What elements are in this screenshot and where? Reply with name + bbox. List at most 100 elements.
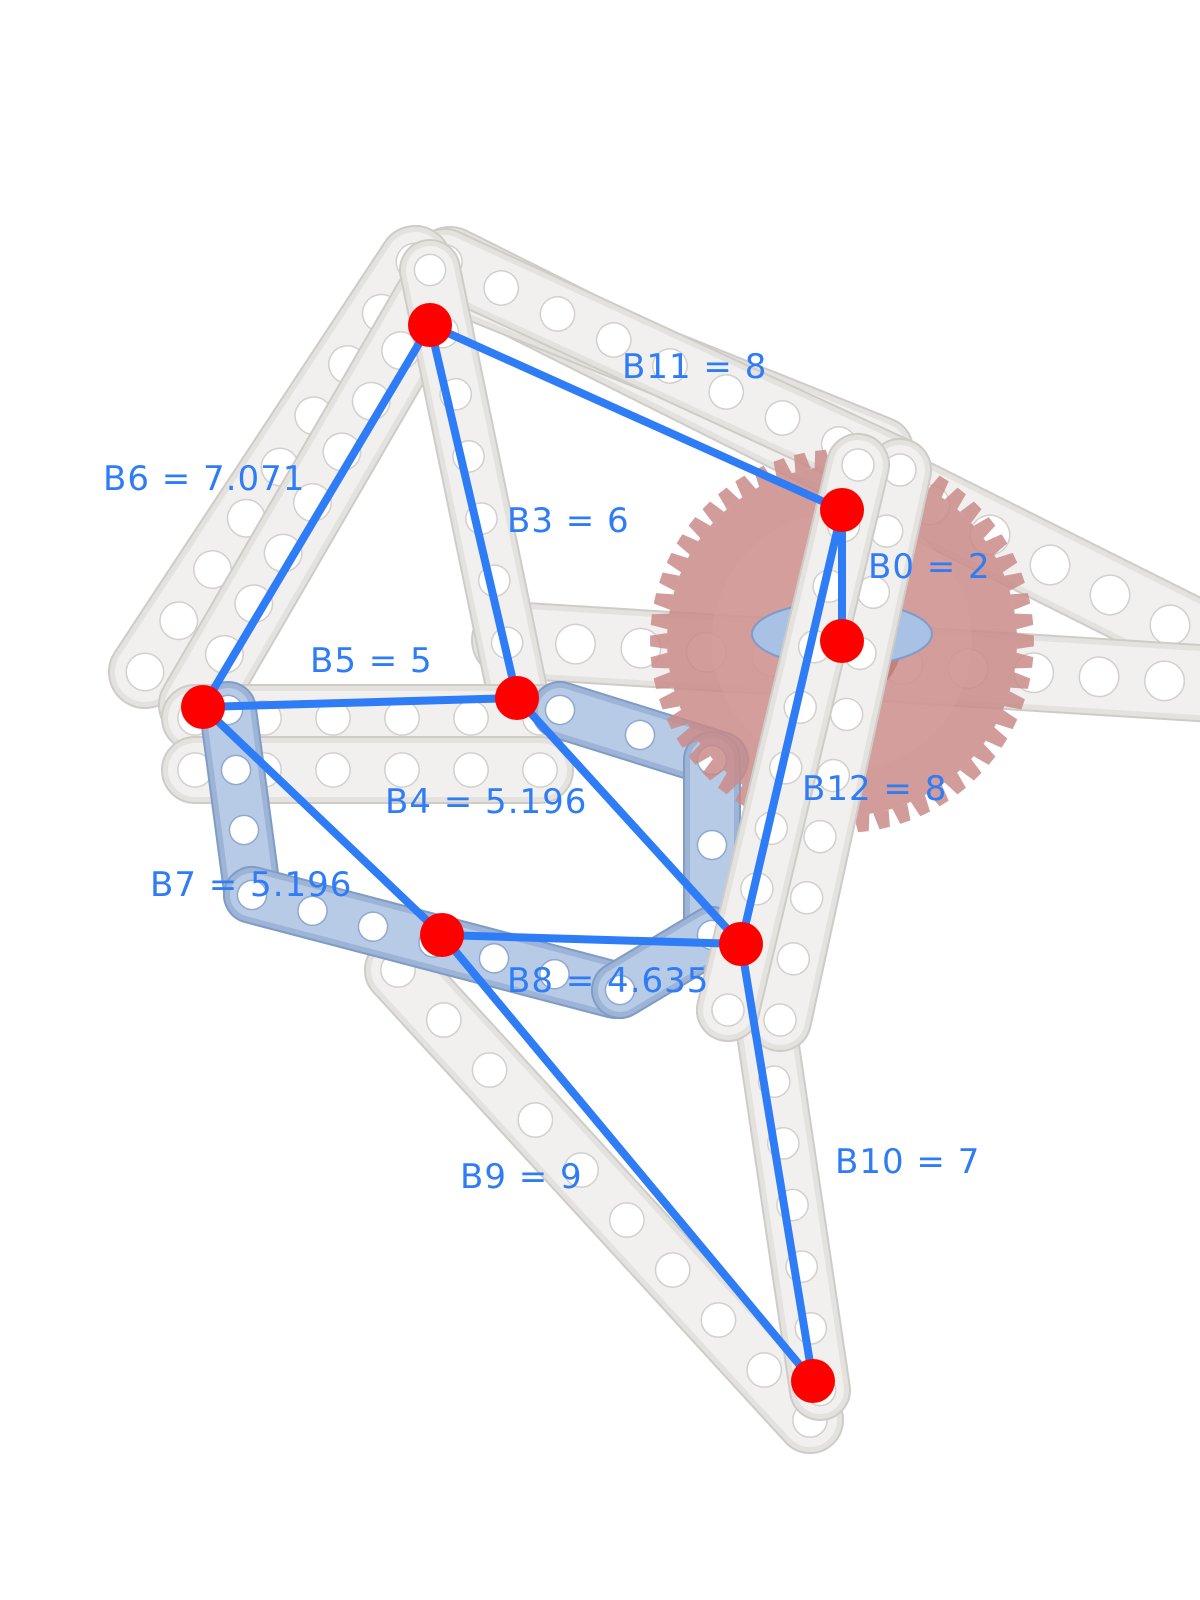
beam-hole: [624, 719, 656, 751]
joint-j2: [820, 619, 864, 663]
label-b11: B11 = 8: [622, 347, 767, 387]
beam-hole: [522, 752, 558, 788]
gear-tooth: [735, 475, 756, 498]
beam-hole: [297, 895, 328, 927]
beam-hole: [696, 829, 728, 861]
gear-tooth: [1010, 593, 1031, 610]
gear-tooth: [794, 452, 811, 473]
joint-j6: [719, 922, 763, 966]
blue-beam: [199, 681, 281, 920]
gear-tooth: [973, 743, 996, 765]
label-b4: B4 = 5.196: [385, 782, 587, 822]
gear-tooth: [666, 709, 688, 730]
label-b9: B9 = 9: [460, 1157, 583, 1197]
gear-tooth: [996, 709, 1018, 730]
beam-hole: [803, 819, 837, 854]
beam-hole: [471, 1052, 508, 1088]
beam-hole: [604, 974, 636, 1006]
beam-hole: [654, 1252, 691, 1288]
gear-tooth: [659, 691, 680, 710]
gear-tooth: [928, 784, 949, 807]
beam-hole: [315, 752, 351, 788]
gear-tooth: [650, 633, 668, 649]
link-b10: [737, 940, 817, 1385]
gear-tooth: [1004, 691, 1025, 710]
beam-hole: [453, 700, 489, 736]
label-b6: B6 = 7.071: [103, 459, 305, 499]
beam-hole: [159, 601, 199, 641]
joint-j5: [420, 913, 464, 957]
beam-hole: [789, 881, 824, 915]
beam-hole: [764, 400, 801, 436]
gear-tooth: [702, 501, 724, 523]
joint-j4: [495, 676, 539, 720]
beam-hole: [357, 911, 389, 942]
gear-tooth: [718, 772, 740, 795]
beam-hole: [841, 448, 875, 482]
gear-tooth: [944, 487, 966, 510]
gear-tooth: [1014, 613, 1034, 630]
label-b12: B12 = 8: [802, 769, 947, 809]
beam-hole: [700, 1302, 737, 1338]
beam-hole: [517, 1102, 554, 1138]
beam-hole: [608, 1202, 645, 1238]
gear-tooth: [996, 552, 1018, 573]
gear-tooth: [873, 809, 890, 830]
beam-hole: [384, 700, 420, 736]
gear-tooth: [688, 743, 711, 765]
gear-tooth: [676, 727, 699, 748]
gear-tooth: [1016, 633, 1034, 649]
label-b7: B7 = 5.196: [150, 865, 352, 905]
beam-hole: [236, 879, 268, 911]
gear-tooth: [910, 795, 931, 817]
gear-tooth: [666, 552, 688, 573]
link-b5: [199, 694, 521, 711]
beam-hole: [816, 758, 851, 793]
gear-tooth: [892, 803, 911, 824]
gear-tooth: [973, 517, 996, 539]
beam-hole: [539, 958, 570, 990]
beam-hole: [478, 943, 510, 974]
gear-tooth: [928, 475, 949, 498]
beam-hole: [1144, 660, 1186, 702]
beam-hole: [453, 752, 489, 788]
gear-tooth: [688, 517, 711, 539]
label-b8: B8 = 4.635: [507, 961, 709, 1001]
link-b6: [199, 321, 434, 711]
link-b12: [737, 506, 846, 948]
beam-hole: [554, 623, 596, 665]
beam-hole: [563, 1152, 600, 1188]
grey-beam: [748, 438, 932, 1053]
gear-tooth: [960, 759, 982, 781]
link-b4: [513, 694, 745, 948]
beam-hole: [544, 694, 576, 726]
gear-tooth: [676, 534, 699, 555]
gear-tooth: [650, 613, 670, 630]
gear-tooth: [985, 534, 1008, 555]
link-b7: [199, 703, 446, 939]
gear-tooth: [944, 772, 966, 795]
beam-hole: [483, 270, 520, 306]
beam-hole: [1078, 656, 1120, 698]
gear-tooth: [718, 487, 740, 510]
joints-layer: [181, 303, 864, 1403]
joint-j7: [791, 1359, 835, 1403]
label-b5: B5 = 5: [310, 641, 433, 681]
joint-j3: [181, 685, 225, 729]
beam-hole: [220, 754, 252, 786]
joint-j0: [408, 303, 452, 347]
label-b3: B3 = 6: [507, 501, 630, 541]
gear-tooth: [650, 652, 670, 669]
beam-hole: [413, 253, 447, 287]
beam-hole: [384, 752, 420, 788]
beam-hole: [776, 942, 811, 976]
gear-tooth: [960, 501, 982, 523]
links-layer: [199, 321, 846, 1385]
beam-hole: [1089, 574, 1131, 616]
gear-tooth: [1010, 672, 1031, 689]
link-b3: [426, 321, 521, 702]
gear-tooth: [659, 572, 680, 591]
beam-hole: [708, 374, 745, 410]
